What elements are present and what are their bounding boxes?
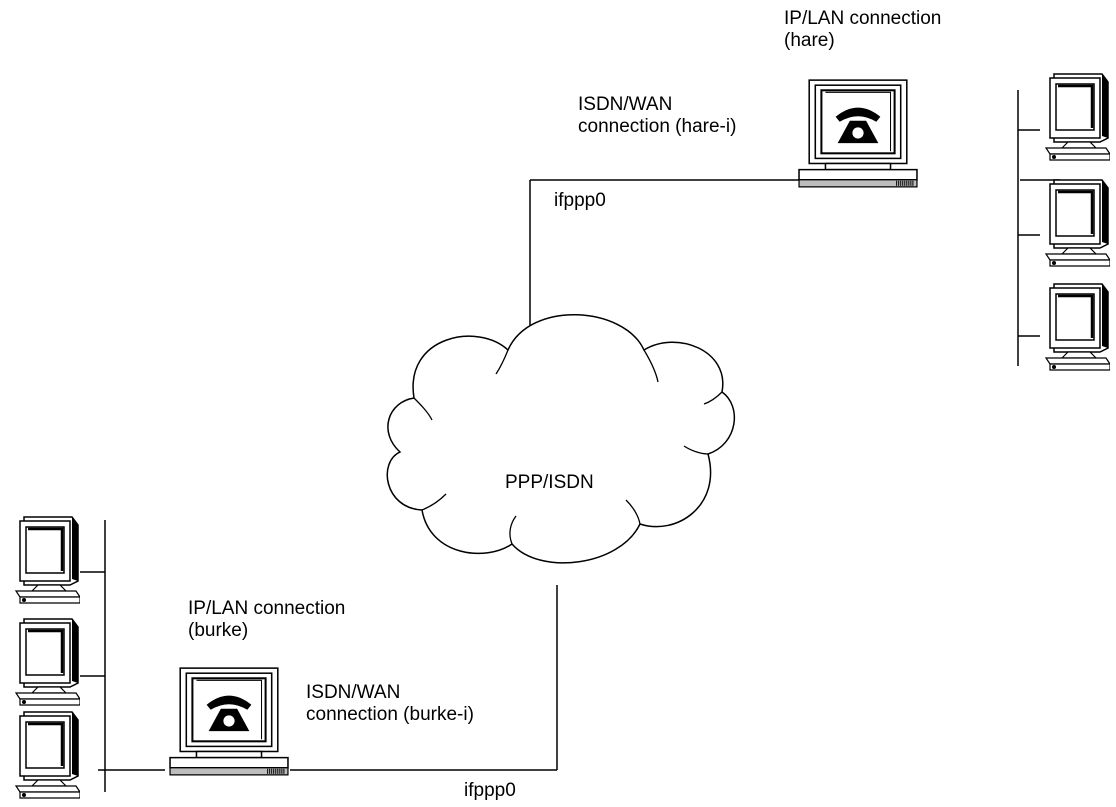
hare-router-icon bbox=[798, 79, 918, 188]
burke-wan-label-line-1: ISDN/WAN bbox=[306, 682, 401, 703]
hare-wan-label: ISDN/WAN connection (hare-i) bbox=[578, 94, 736, 138]
hare-lan-label: IP/LAN connection (hare) bbox=[784, 8, 941, 52]
burke-wan-label: ISDN/WAN connection (burke-i) bbox=[306, 682, 474, 726]
burke-workstation-icon-2 bbox=[14, 617, 80, 707]
burke-wan-label-line-2: connection (burke-i) bbox=[306, 704, 474, 725]
hare-workstation-icon-1 bbox=[1044, 72, 1110, 162]
cloud-label: PPP/ISDN bbox=[505, 472, 594, 493]
network-links bbox=[80, 90, 1060, 792]
hare-workstation-icon-3 bbox=[1044, 282, 1110, 372]
burke-workstation-icon-1 bbox=[14, 515, 80, 605]
burke-interface-label: ifppp0 bbox=[464, 780, 516, 801]
hare-interface-label: ifppp0 bbox=[554, 190, 606, 211]
hare-lan-label-line-2: (hare) bbox=[784, 30, 835, 51]
burke-lan-label-line-1: IP/LAN connection bbox=[188, 598, 346, 619]
cloud-icon bbox=[386, 314, 736, 564]
burke-lan-label: IP/LAN connection (burke) bbox=[188, 598, 345, 642]
hare-lan-label-line-1: IP/LAN connection bbox=[784, 8, 942, 29]
hare-wan-label-line-1: ISDN/WAN bbox=[578, 94, 673, 115]
hare-wan-label-line-2: connection (hare-i) bbox=[578, 116, 737, 137]
burke-workstation-icon-3 bbox=[14, 710, 80, 800]
hare-workstation-icon-2 bbox=[1044, 178, 1110, 268]
burke-router-icon bbox=[169, 667, 289, 776]
burke-lan-label-line-2: (burke) bbox=[188, 620, 249, 641]
